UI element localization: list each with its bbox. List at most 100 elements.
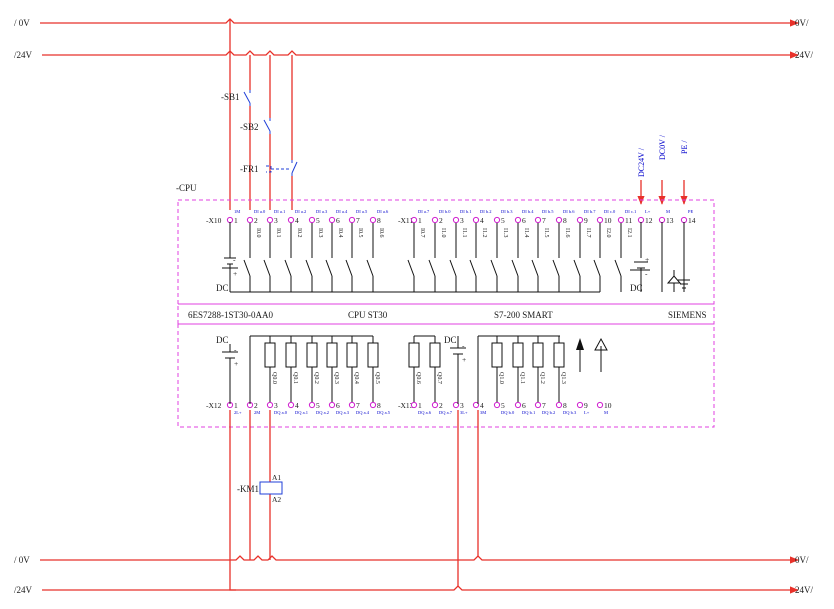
dc-mid-plus: + <box>462 355 466 364</box>
output-address: Q1.1 <box>519 372 525 384</box>
input-contact <box>511 223 519 292</box>
xp-terminal-number: 12 <box>645 216 653 225</box>
x13-terminal-number: 7 <box>542 401 546 410</box>
input-contact <box>243 223 251 292</box>
input-address: I1.7 <box>585 228 591 238</box>
dc-minus-right: - <box>645 269 648 278</box>
x10-terminal-number: 5 <box>316 216 320 225</box>
input-contact <box>593 223 601 292</box>
x11-terminal <box>514 216 522 224</box>
x12-terminal-function: DQ a.1 <box>295 410 308 415</box>
input-contact <box>449 223 457 292</box>
x10-terminal <box>226 216 234 224</box>
x11-terminal <box>617 216 625 224</box>
bus-24v-bottom-label: /24V <box>14 585 33 595</box>
x10-terminal-function: 1M <box>234 209 240 214</box>
x13-terminal <box>493 401 501 409</box>
input-contact <box>531 223 539 292</box>
x11-terminal-number: 5 <box>501 216 505 225</box>
x13-terminal-number: 3 <box>460 401 464 410</box>
output-address: Q0.2 <box>313 372 319 384</box>
x10-terminal <box>246 216 254 224</box>
input-address: I1.3 <box>502 228 508 238</box>
x12-terminal <box>348 401 356 409</box>
x10-terminal <box>308 216 316 224</box>
xp-terminal-number: 14 <box>688 216 696 225</box>
plc-family: S7-200 SMART <box>494 310 553 320</box>
x13-terminal-number: 9 <box>584 401 588 410</box>
xp-terminal <box>658 216 666 224</box>
x11-terminal <box>534 216 542 224</box>
input-contact <box>428 223 436 292</box>
x10-terminal-function: DI a.1 <box>274 209 285 214</box>
xp-terminal-function: L+ <box>645 209 651 214</box>
x11-terminal-function: DI b.5 <box>542 209 554 214</box>
x11-terminal-number: 7 <box>542 216 546 225</box>
x11-terminal-function: DI b.6 <box>563 209 575 214</box>
input-dc-source-right: + - DC <box>630 222 690 293</box>
input-address: I2.1 <box>626 228 632 238</box>
x13-terminal-function: DQ b.3 <box>563 410 577 415</box>
output-switch <box>326 342 338 368</box>
x10-terminal-number: 3 <box>274 216 278 225</box>
bus-24v-top-right-label: 24V/ <box>795 50 814 60</box>
xp-terminal-function: PE <box>688 209 694 214</box>
x13-label: -X13 <box>398 401 414 410</box>
x11-terminal-number: 10 <box>604 216 612 225</box>
output-switch <box>408 342 420 368</box>
x10-terminal-function: DI a.5 <box>356 209 368 214</box>
x13-terminal <box>452 401 460 409</box>
x11-terminal <box>596 216 604 224</box>
output-address: Q1.0 <box>498 372 504 384</box>
x10-terminal <box>287 216 295 224</box>
input-address: I1.2 <box>481 228 487 238</box>
input-wires <box>229 19 688 210</box>
output-dc-source-left: - + DC <box>216 335 373 404</box>
output-switch <box>429 342 441 368</box>
output-switch <box>491 342 503 368</box>
x11-terminal-number: 9 <box>584 216 588 225</box>
input-contact <box>614 223 622 292</box>
fr1-label: -FR1 <box>240 164 259 174</box>
x11-terminal-function: DI b.1 <box>460 209 472 214</box>
input-contact <box>573 223 581 292</box>
input-contact <box>345 223 353 292</box>
x13-terminal <box>514 401 522 409</box>
x12-terminal-function: 2L+ <box>234 410 242 415</box>
x12-terminal-number: 6 <box>336 401 340 410</box>
bus-0v-top-right-label: 0V/ <box>795 18 809 28</box>
x13-terminal-number: 10 <box>604 401 612 410</box>
pe-label: PE / <box>680 140 689 154</box>
input-contact <box>490 223 498 292</box>
x13-terminal <box>431 401 439 409</box>
xp-terminal-number: 13 <box>666 216 674 225</box>
output-switch <box>512 342 524 368</box>
x10-terminal-function: DI a.2 <box>295 209 306 214</box>
xp-terminal <box>680 216 688 224</box>
output-dc-source-mid: - + DC <box>414 335 608 404</box>
x12-terminal-number: 8 <box>377 401 381 410</box>
x10-terminal-number: 4 <box>295 216 299 225</box>
x10-terminal-number: 2 <box>254 216 258 225</box>
x11-terminal-function: DI b.2 <box>480 209 492 214</box>
input-address: I0.2 <box>296 228 302 238</box>
x12-terminal-number: 1 <box>234 401 238 410</box>
x13-terminal-function: DQ b.0 <box>501 410 515 415</box>
x10-terminal-number: 6 <box>336 216 340 225</box>
dc-label-in-right: DC <box>630 283 643 293</box>
input-address: I0.3 <box>317 228 323 238</box>
input-address: I0.5 <box>357 228 363 238</box>
plc-input-frame <box>177 199 715 305</box>
output-switch <box>553 342 565 368</box>
x10-terminal-function: DI a.4 <box>336 209 348 214</box>
input-contact <box>469 223 477 292</box>
plc-brand: SIEMENS <box>668 310 707 320</box>
x11-terminal <box>452 216 460 224</box>
output-switch <box>346 342 358 368</box>
km1-a2: A2 <box>272 495 281 504</box>
output-address: Q0.6 <box>415 372 421 384</box>
input-address: I1.1 <box>461 228 467 238</box>
input-address: I0.6 <box>378 228 384 238</box>
x13-terminal-number: 1 <box>418 401 422 410</box>
